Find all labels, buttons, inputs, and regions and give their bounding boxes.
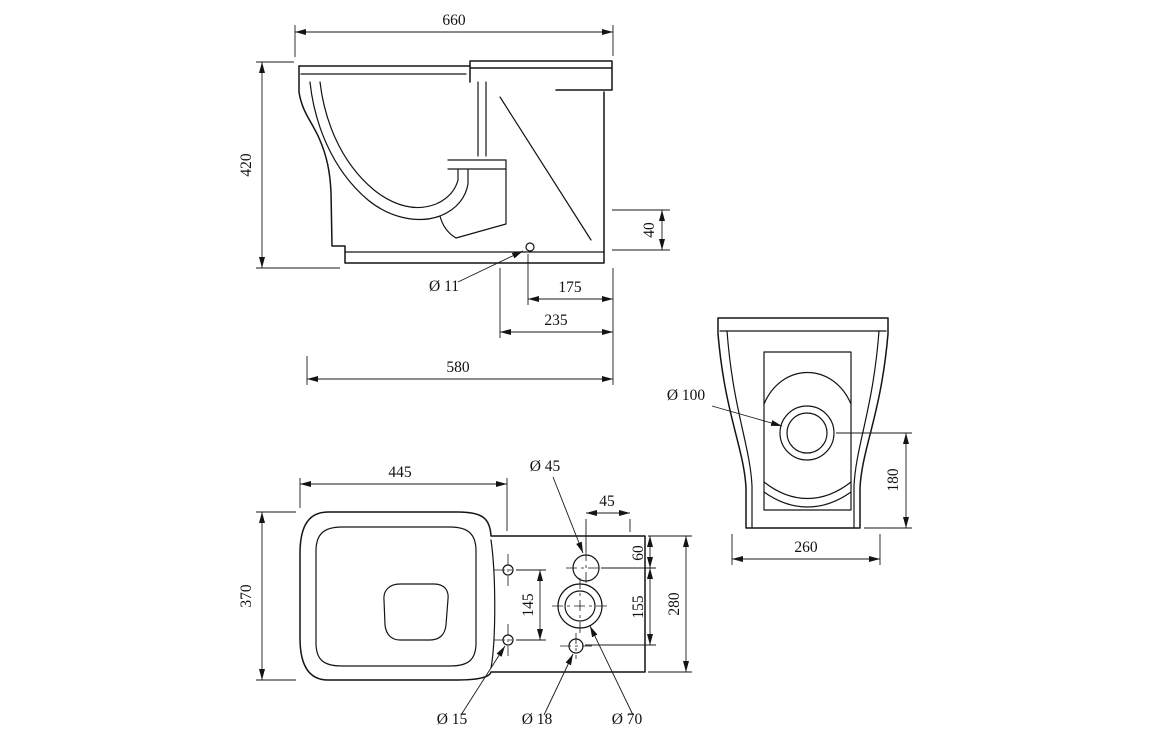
side-outlet-trap-lines (439, 159, 507, 239)
plan-view-geometry (299, 511, 646, 681)
ext-line (527, 254, 614, 385)
side-view-dimensions: 660 420 Ø 11 175 235 580 40 (238, 12, 670, 385)
dim-label-580: 580 (446, 359, 470, 376)
plan-seat-joint-line (490, 539, 496, 669)
side-bowl-inner-wall (319, 81, 459, 209)
dim-label-235: 235 (544, 312, 568, 329)
ext-line (585, 519, 631, 551)
rear-dome-arc (763, 371, 852, 405)
leader-line-hole-100 (711, 405, 783, 427)
dim-label-hole-45: Ø 45 (530, 458, 561, 475)
ext-line (585, 535, 692, 673)
rear-inner-side-lines (726, 330, 880, 529)
plan-bowl-opening (383, 583, 449, 641)
rear-outline-path (717, 317, 889, 529)
leader-line-hole-70 (589, 625, 634, 716)
dim-label-155: 155 (630, 595, 647, 619)
dim-label-175: 175 (558, 279, 582, 296)
rear-view-dimensions: Ø 100 180 260 (667, 387, 912, 565)
dim-label-hole-18: Ø 18 (522, 711, 553, 728)
side-outline-path (298, 65, 605, 264)
plan-outline-path (299, 511, 646, 681)
dim-label-hole-11: Ø 11 (429, 278, 459, 295)
dim-label-overall-height: 420 (238, 153, 255, 177)
ext-line (294, 25, 614, 57)
side-cistern-lines (469, 60, 613, 91)
leader-line-hole-15 (460, 645, 506, 716)
rear-outlet-circle-inner (786, 412, 828, 454)
leader-line-hole-11 (457, 250, 524, 283)
side-view-geometry (298, 60, 613, 264)
plan-seat-inner-ring (315, 526, 477, 667)
dim-label-40: 40 (641, 222, 658, 238)
side-flush-duct-lines (477, 81, 487, 157)
dim-label-445: 445 (388, 464, 412, 481)
side-back-diagonal-line (499, 96, 592, 241)
dim-label-280: 280 (666, 592, 683, 616)
ext-line (836, 432, 912, 529)
rear-bowl-arcs (763, 481, 852, 508)
dim-label-60: 60 (630, 545, 647, 561)
dim-label-hole-70: Ø 70 (612, 711, 643, 728)
dim-label-260: 260 (794, 539, 818, 556)
plan-center-lines (494, 550, 608, 659)
dim-label-hole-15: Ø 15 (437, 711, 468, 728)
dim-label-370: 370 (238, 584, 255, 608)
rear-tank-rect (763, 351, 852, 511)
leader-line-hole-45 (552, 476, 584, 554)
side-fixing-hole-circle (525, 242, 535, 252)
dim-label-hole-100: Ø 100 (667, 387, 706, 404)
side-bowl-outer-wall (309, 81, 469, 221)
dim-label-180: 180 (885, 468, 902, 492)
dim-label-45: 45 (599, 493, 615, 510)
dim-label-overall-width: 660 (442, 12, 466, 29)
dim-label-145: 145 (520, 593, 537, 617)
rear-outlet-circle-outer (779, 405, 835, 461)
plan-hole-70-circle-inner (564, 590, 596, 622)
plan-view-dimensions: 445 Ø 45 45 370 145 60 155 280 Ø 15 Ø 18… (238, 458, 692, 728)
rear-view-geometry (717, 317, 889, 529)
leader-line-hole-18 (543, 653, 574, 716)
ext-line (299, 478, 508, 531)
